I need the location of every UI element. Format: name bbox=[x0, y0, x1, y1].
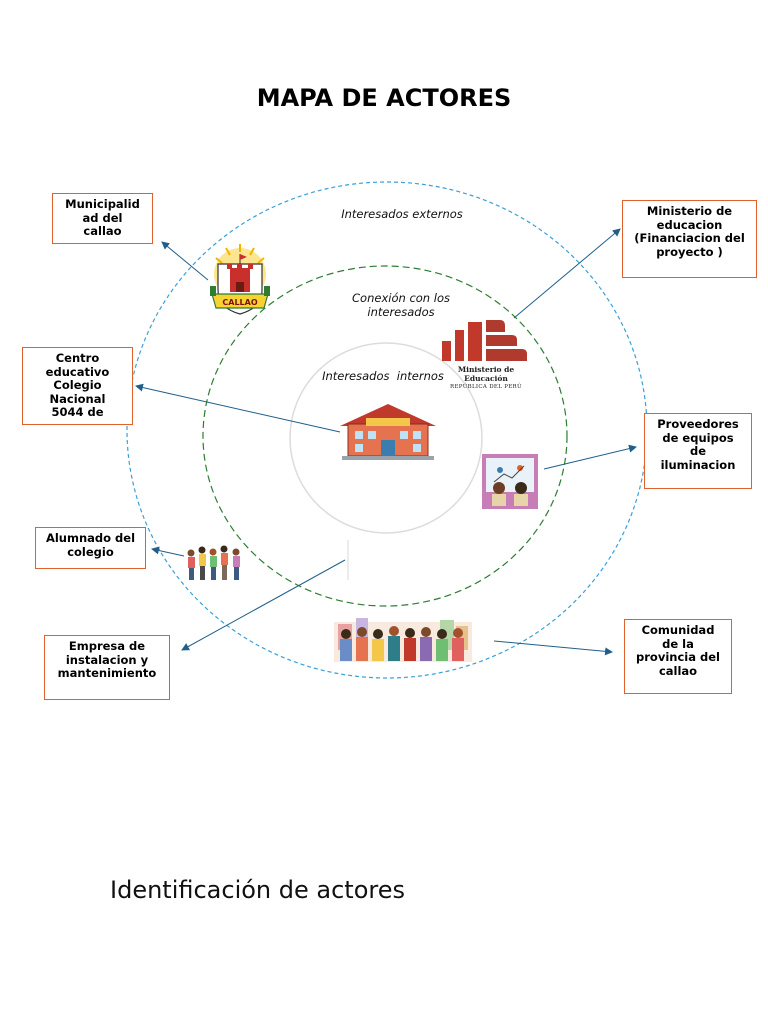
arrow-comunidad bbox=[493, 640, 613, 656]
lighting-equipment-icon bbox=[482, 454, 538, 509]
actor-box-municipalidad: Municipalid ad del callao bbox=[52, 193, 153, 244]
actor-box-alumnado: Alumnado del colegio bbox=[35, 527, 146, 569]
actor-box-comunidad: Comunidad de la provincia del callao bbox=[624, 619, 732, 694]
arrow-empresa bbox=[181, 559, 346, 651]
page-title: MAPA DE ACTORES bbox=[256, 84, 512, 112]
actor-box-ministerio: Ministerio de educacion (Financiacion de… bbox=[622, 200, 757, 278]
actor-label-ministerio: Ministerio de educacion (Financiacion de… bbox=[634, 204, 745, 259]
minedu-country: REPÚBLICA DEL PERÚ bbox=[450, 384, 522, 390]
callao-shield-icon bbox=[210, 244, 270, 315]
arrow-alumnado bbox=[151, 546, 185, 557]
arrow-centro-educativo bbox=[135, 383, 341, 433]
students-group-icon bbox=[187, 545, 240, 580]
community-crowd-icon bbox=[334, 618, 472, 662]
actor-box-empresa: Empresa de instalacion y mantenimiento bbox=[44, 635, 170, 700]
actor-label-centro-educativo: Centro educativo Colegio Nacional 5044 d… bbox=[45, 351, 110, 419]
connector-arrows bbox=[135, 228, 637, 656]
zone-label-outer: Interesados externos bbox=[341, 207, 463, 221]
school-building-icon bbox=[340, 404, 436, 460]
actor-label-comunidad: Comunidad de la provincia del callao bbox=[636, 623, 720, 678]
section-subtitle: Identificación de actores bbox=[110, 876, 406, 904]
zone-label-inner: Interesados internos bbox=[322, 369, 444, 383]
arrow-proveedores bbox=[543, 444, 637, 470]
actor-box-proveedores: Proveedores de equipos de iluminacion bbox=[644, 413, 752, 489]
minedu-logo-icon bbox=[442, 320, 527, 361]
minedu-name: Ministerio de Educación bbox=[457, 365, 515, 383]
actor-label-municipalidad: Municipalid ad del callao bbox=[65, 197, 140, 238]
arrow-ministerio bbox=[513, 228, 621, 319]
actor-box-centro-educativo: Centro educativo Colegio Nacional 5044 d… bbox=[22, 347, 133, 425]
minedu-logo-text: Ministerio de Educación REPÚBLICA DEL PE… bbox=[436, 365, 536, 392]
zone-label-middle: Conexión con los interesados bbox=[352, 291, 450, 319]
actor-label-empresa: Empresa de instalacion y mantenimiento bbox=[57, 639, 157, 680]
callao-shield-label: CALLAO bbox=[222, 298, 257, 307]
actor-label-proveedores: Proveedores de equipos de iluminacion bbox=[657, 417, 739, 472]
arrow-municipalidad bbox=[161, 241, 209, 281]
actor-label-alumnado: Alumnado del colegio bbox=[45, 531, 136, 559]
middle-ring bbox=[202, 265, 568, 607]
